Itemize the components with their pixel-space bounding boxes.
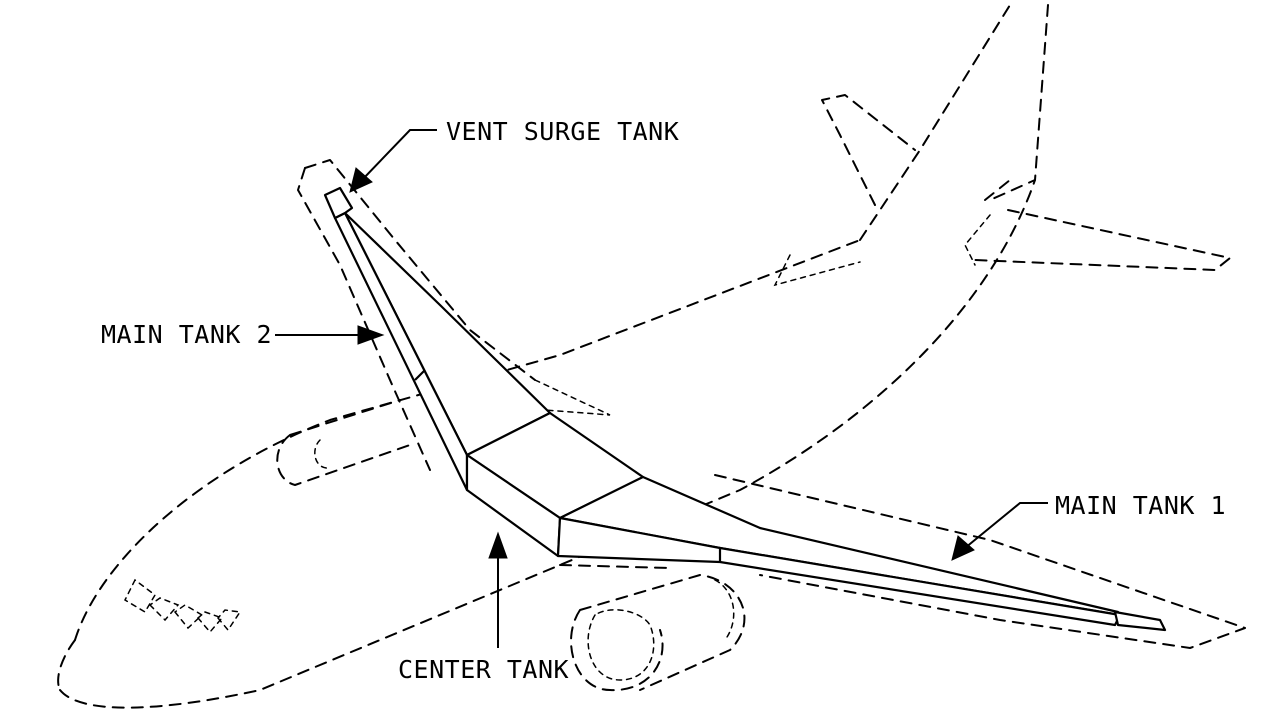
main-tank-1-label: MAIN TANK 1 — [1055, 491, 1226, 520]
right-horizontal-stabilizer-outline — [974, 209, 1231, 271]
left-wing-phantom-outline — [297, 167, 431, 471]
labels: VENT SURGE TANK MAIN TANK 2 MAIN TANK 1 … — [101, 117, 1226, 684]
aircraft-outline — [57, 4, 1246, 709]
right-engine-inlet-outline — [587, 609, 655, 681]
left-horizontal-stabilizer-outline — [821, 94, 916, 206]
nose-outline — [57, 639, 76, 691]
vent-surge-tank-right — [1113, 610, 1167, 632]
vent-surge-tank-arrowhead — [349, 167, 373, 193]
cockpit-windows — [124, 578, 242, 634]
left-wing-phantom-trailing — [534, 379, 611, 416]
right-engine-exhaust-outline — [714, 579, 735, 641]
vertical-stabilizer-tip-outline — [984, 179, 1011, 201]
main-tank-2-rib — [414, 369, 426, 381]
left-engine-inlet-outline — [314, 439, 331, 469]
center-tank-arrowhead — [488, 531, 508, 559]
left-wing-phantom-leading-edge — [304, 159, 536, 381]
vertical-stabilizer-outline — [859, 4, 1049, 241]
vent-surge-tank-left — [323, 186, 354, 220]
center-tank-label: CENTER TANK — [398, 655, 569, 684]
main-tank-1-front-face — [556, 516, 1122, 627]
fuel-tanks — [323, 186, 1167, 632]
wing-root-phantom — [559, 564, 671, 569]
right-engine-outline — [570, 574, 746, 692]
main-tank-2-arrowhead — [357, 325, 385, 345]
vent-surge-tank-label: VENT SURGE TANK — [446, 117, 679, 146]
fuselage-lower-outline — [59, 179, 1036, 709]
left-engine-outline — [276, 399, 411, 486]
tail-fairing-outline — [773, 214, 991, 287]
leader-lines — [275, 129, 1048, 648]
right-wing-phantom-outline — [714, 474, 1246, 649]
main-tank-1-arrowhead — [951, 535, 975, 561]
main-tank-2-label: MAIN TANK 2 — [101, 320, 272, 349]
main-tank-1-leader — [964, 502, 1048, 549]
vent-surge-tank-leader — [361, 129, 437, 181]
